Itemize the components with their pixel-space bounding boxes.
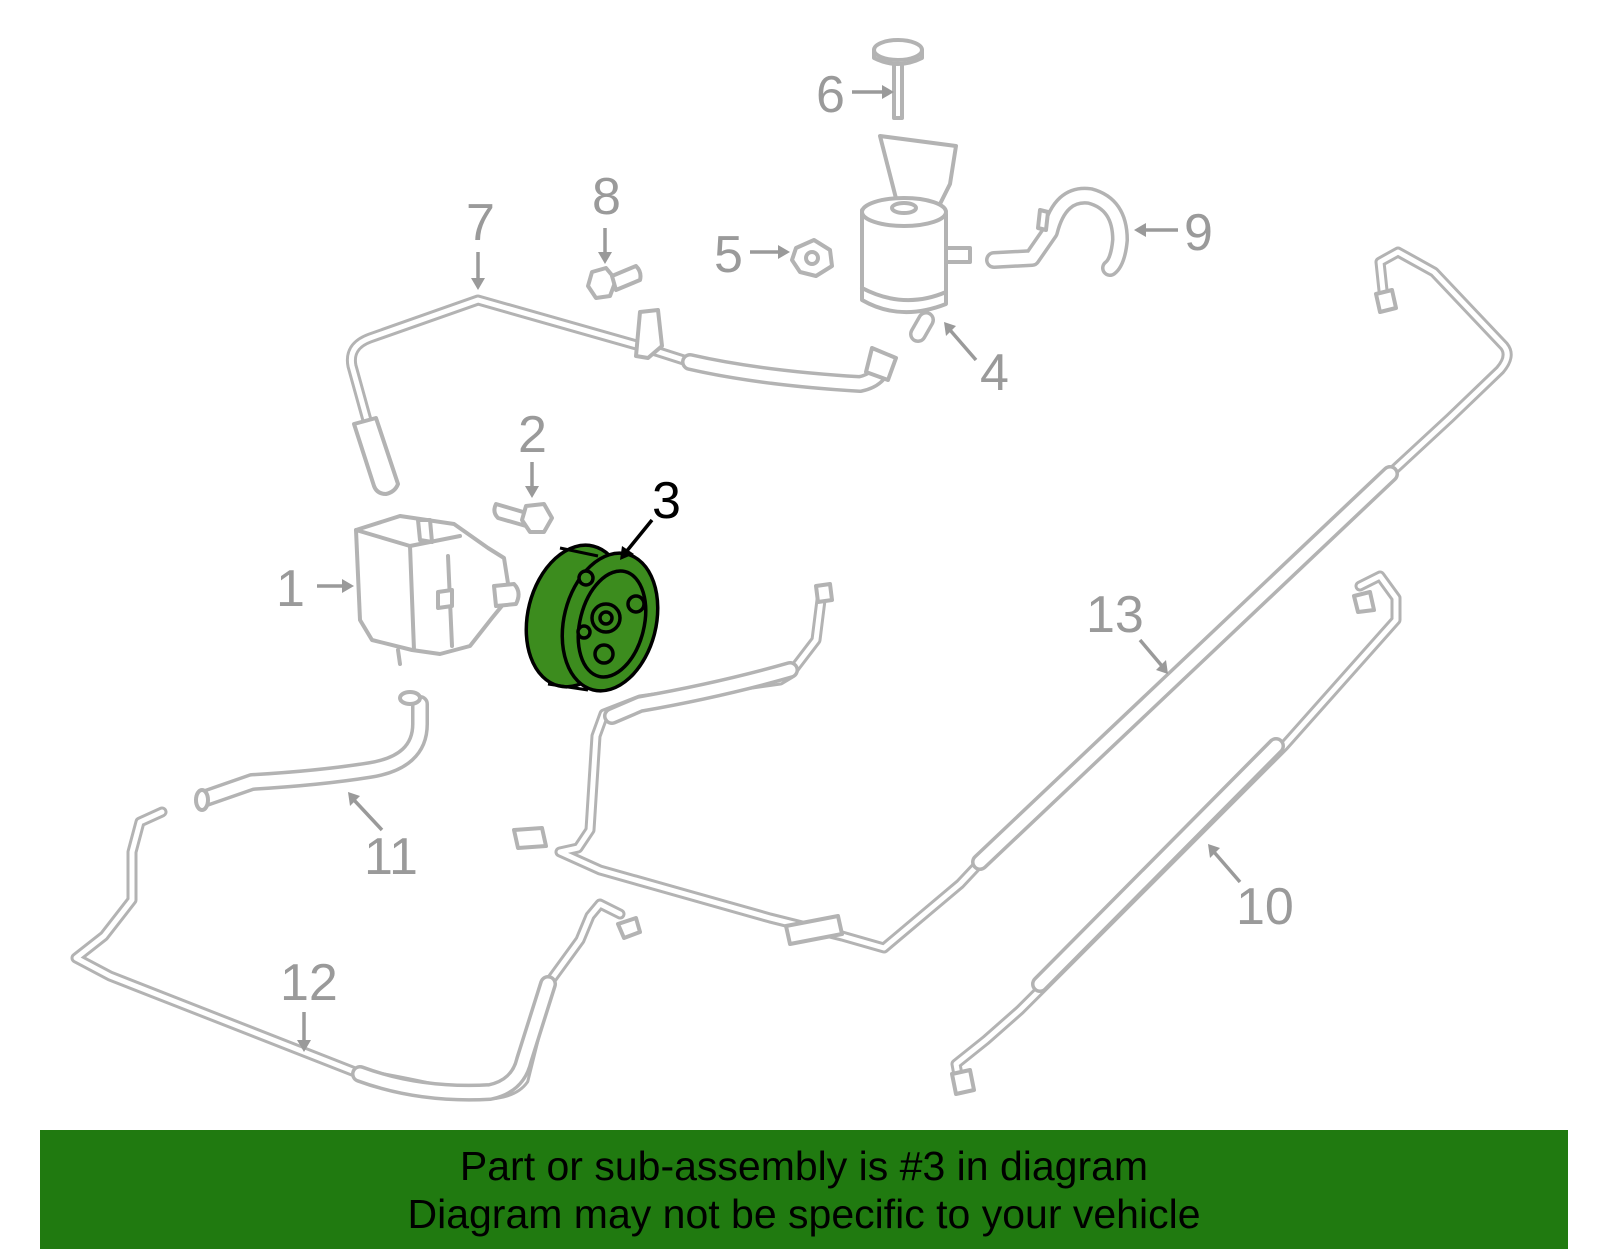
callout-3: 3 [652, 472, 681, 530]
callout-8: 8 [592, 168, 621, 226]
part-4-reservoir [860, 134, 972, 343]
callout-1: 1 [276, 560, 305, 618]
callout-11: 11 [364, 828, 418, 886]
callout-12: 12 [280, 954, 338, 1012]
part-12-cooler-line [70, 806, 642, 1102]
power-steering-parts-diagram: 1 2 3 4 5 6 7 8 9 10 11 12 13 [70, 38, 1513, 1102]
callout-10: 10 [1236, 878, 1294, 936]
part-1-power-steering-pump [354, 514, 521, 666]
part-10-return-line [950, 570, 1402, 1096]
part-2-bolt [492, 502, 554, 534]
callout-13: 13 [1086, 586, 1144, 644]
part-11-suction-hose [194, 690, 429, 812]
banner-line-disclaimer: Diagram may not be specific to your vehi… [407, 1190, 1201, 1237]
part-6-reservoir-cap [872, 38, 924, 120]
part-8-bolt [586, 264, 643, 300]
part-3-pulley [524, 543, 660, 693]
part-13-pressure-line [512, 246, 1513, 954]
callout-7: 7 [466, 194, 495, 252]
callout-5: 5 [714, 226, 743, 284]
info-banner: Part or sub-assembly is #3 in diagram Di… [40, 1130, 1568, 1249]
part-7-pressure-hose [345, 294, 898, 496]
part-9-reservoir-hose [985, 186, 1129, 277]
banner-line-part-number: Part or sub-assembly is #3 in diagram [459, 1142, 1149, 1189]
part-5-nut [790, 238, 834, 278]
callout-arrows [297, 85, 1242, 1052]
callout-6: 6 [816, 66, 845, 124]
callout-4: 4 [980, 344, 1009, 402]
callout-2: 2 [518, 406, 547, 464]
callout-9: 9 [1184, 204, 1213, 262]
